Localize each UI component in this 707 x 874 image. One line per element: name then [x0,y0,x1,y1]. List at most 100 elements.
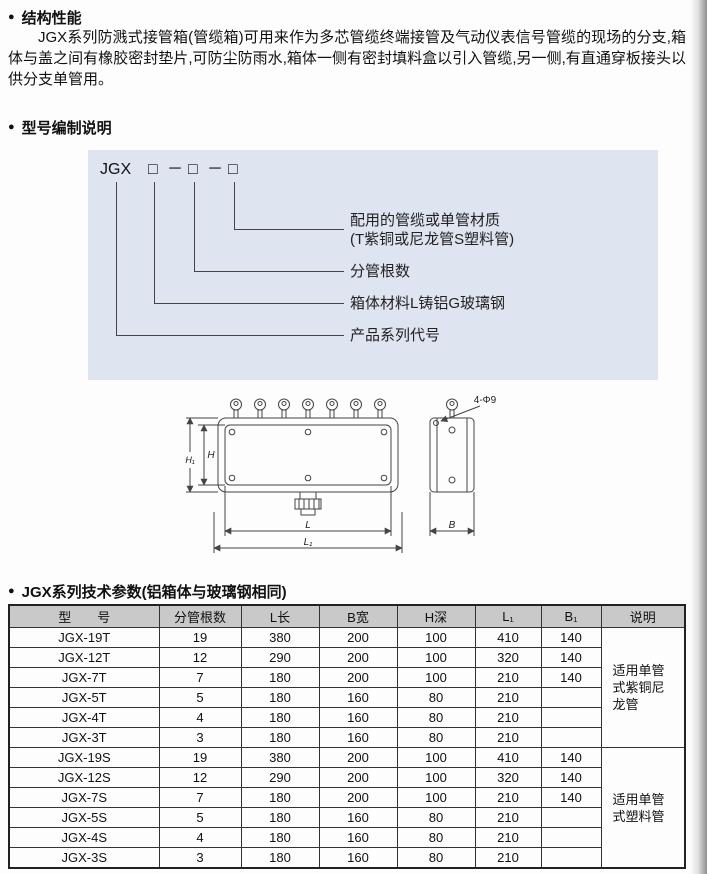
note-cell: 适用单管式紫铜尼龙管 [600,627,686,748]
dim-label-holes: 4-Φ9 [474,395,497,406]
value-cell: 12 [158,647,242,668]
connector-line [154,303,344,304]
value-cell: 5 [158,807,242,828]
connector-line [234,229,344,230]
params-section-heading: ● JGX系列技术参数(铝箱体与玻璃钢相同) [8,581,287,602]
value-cell: 80 [396,707,476,728]
model-legend-heading: ● 型号编制说明 [8,117,112,138]
model-box-3: □ [228,161,238,178]
value-cell: 140 [540,647,602,668]
value-cell: 210 [474,847,542,869]
value-cell: 210 [474,787,542,808]
value-cell: 290 [240,647,320,668]
connector-line [116,182,117,335]
model-series-code: JGX [100,161,132,178]
value-cell: 320 [474,647,542,668]
value-cell [540,847,602,869]
model-box-2: □ [188,161,198,178]
value-cell: 100 [396,627,476,648]
value-cell: 210 [474,667,542,688]
model-cell: JGX-12T [8,647,160,668]
model-cell: JGX-7S [8,787,160,808]
connector-line [194,271,344,272]
model-cell: JGX-5S [8,807,160,828]
value-cell: 19 [158,747,242,768]
dim-label-H1: H₁ [185,455,194,465]
value-cell: 200 [318,787,398,808]
value-cell [540,687,602,708]
value-cell: 160 [318,847,398,869]
value-cell: 80 [396,847,476,869]
connector-line [154,182,155,303]
legend-label-body-material: 箱体材料L铸铝G玻璃钢 [350,295,506,312]
value-cell: 160 [318,687,398,708]
value-cell: 80 [396,827,476,848]
value-cell: 210 [474,707,542,728]
value-cell: 140 [540,747,602,768]
value-cell [540,707,602,728]
value-cell: 290 [240,767,320,788]
column-header-4: H深 [396,604,476,628]
dim-label-L1: L₁ [304,537,313,548]
model-cell: JGX-19S [8,747,160,768]
value-cell: 12 [158,767,242,788]
model-cell: JGX-4S [8,827,160,848]
legend-label-series-code: 产品系列代号 [350,327,441,344]
connector-line [116,335,344,336]
value-cell: 180 [240,687,320,708]
model-dash-1: － [167,161,184,178]
value-cell: 160 [318,727,398,748]
model-cell: JGX-4T [8,707,160,728]
legend-label-line: 配用的管缆或单管材质 [350,212,501,229]
value-cell: 80 [396,807,476,828]
value-cell: 100 [396,667,476,688]
value-cell: 320 [474,767,542,788]
value-cell: 140 [540,787,602,808]
page-edge-shadow [690,0,707,874]
value-cell: 3 [158,847,242,869]
value-cell: 180 [240,787,320,808]
model-cell: JGX-3S [8,847,160,869]
value-cell: 180 [240,727,320,748]
value-cell: 160 [318,707,398,728]
value-cell: 100 [396,767,476,788]
value-cell: 200 [318,747,398,768]
model-dash-2: － [207,161,224,178]
column-header-1: 分管根数 [158,604,242,628]
front-view [186,398,403,553]
value-cell: 180 [240,847,320,869]
value-cell: 180 [240,667,320,688]
bullet-icon: ● [8,11,15,23]
structure-section-title: 结构性能 [21,10,82,27]
value-cell: 200 [318,667,398,688]
model-cell: JGX-19T [8,627,160,648]
value-cell: 19 [158,627,242,648]
value-cell: 140 [540,767,602,788]
legend-label-line: (T紫铜或尼龙管S塑料管) [350,231,515,248]
connector-line [194,182,195,271]
side-view [429,398,481,536]
value-cell: 210 [474,727,542,748]
dim-label-H: H [207,450,215,461]
column-header-2: L长 [240,604,320,628]
dim-label-B: B [449,520,456,531]
value-cell: 180 [240,707,320,728]
legend-label-material: 配用的管缆或单管材质 (T紫铜或尼龙管S塑料管) [350,211,514,249]
value-cell: 4 [158,707,242,728]
value-cell [540,727,602,748]
note-cell: 适用单管式塑料管 [600,747,686,869]
value-cell: 210 [474,827,542,848]
column-header-5: L₁ [474,604,542,628]
value-cell: 7 [158,667,242,688]
model-cell: JGX-5T [8,687,160,708]
